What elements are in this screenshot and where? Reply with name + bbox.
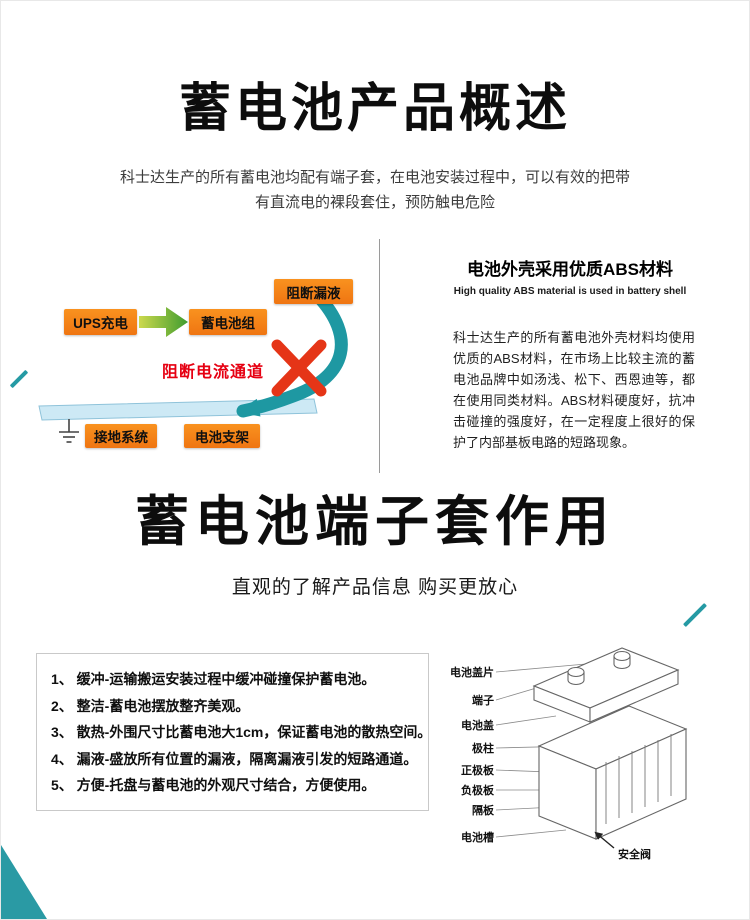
charge-arrow-icon (139, 307, 188, 337)
abs-panel-divider (379, 239, 380, 473)
flow-box-ground-system: 接地系统 (85, 424, 157, 448)
blocked-x-icon (271, 339, 327, 397)
safety-valve-arrow (594, 831, 615, 849)
teal-dash-decoration-right (682, 602, 708, 628)
feature-item-4: 4、 漏液-盛放所有位置的漏液，隔离漏液引发的短路通道。 (51, 750, 418, 767)
label-pole: 极柱 (472, 741, 494, 755)
page-subtitle-line2: 有直流电的裸段套住，预防触电危险 (254, 194, 495, 211)
flow-diagram-canvas (38, 289, 348, 443)
blocked-current-arrow (236, 289, 348, 418)
blocked-current-label: 阻断电流通道 (162, 364, 265, 381)
page-title: 蓄电池产品概述 (178, 80, 571, 138)
label-terminal: 端子 (472, 693, 494, 707)
feature-item-3: 3、 散热-外围尺寸比蓄电池大1cm，保证蓄电池的散热空间。 (51, 724, 432, 740)
label-positive-plate: 正极板 (461, 763, 495, 777)
feature-item-1: 1、 缓冲-运输搬运安装过程中缓冲碰撞保护蓄电池。 (51, 671, 376, 687)
label-battery-cover-sheet: 电池盖片 (450, 665, 494, 679)
battery-lid (532, 647, 680, 723)
section2-title: 蓄电池端子套作用 (135, 492, 615, 552)
label-safety-valve: 安全阀 (618, 847, 651, 861)
label-negative-plate: 负极板 (461, 783, 495, 797)
section2-subtitle: 直观的了解产品信息 购买更放心 (231, 577, 519, 598)
label-battery-cover: 电池盖 (461, 718, 494, 732)
battery-diagram-canvas: 电池盖片 端子 电池盖 极柱 正极板 负极板 隔板 电池槽 安全阀 (450, 647, 688, 861)
abs-panel-title: 电池外壳采用优质ABS材料 (467, 260, 673, 279)
battery-plates (605, 734, 672, 824)
battery-structure-diagram: 电池盖片 端子 电池盖 极柱 正极板 负极板 隔板 电池槽 安全阀 (436, 634, 736, 874)
abs-panel-body: 科士达生产的所有蓄电池外壳材料均使用优质的ABS材料，在市场上比较主流的蓄电池品… (453, 330, 695, 450)
feature-item-5: 5、 方便-托盘与蓄电池的外观尺寸结合，方便使用。 (51, 777, 376, 793)
label-separator: 隔板 (472, 803, 495, 817)
battery-case (537, 705, 688, 840)
label-container: 电池槽 (461, 830, 494, 844)
page-subtitle: 科士达生产的所有蓄电池均配有端子套，在电池安装过程中，可以有效的把带 有直流电的… (1, 165, 749, 215)
flow-box-block-leak: 阻断漏液 (274, 279, 353, 304)
flow-box-ups-charge: UPS充电 (64, 309, 137, 335)
grounding-flow-diagram: 阻断漏液 UPS充电 蓄电池组 接地系统 电池支架 阻断电流通道 (29, 246, 374, 471)
page-subtitle-line1: 科士达生产的所有蓄电池均配有端子套，在电池安装过程中，可以有效的把带 (119, 169, 630, 186)
features-box: 1、 缓冲-运输搬运安装过程中缓冲碰撞保护蓄电池。 2、 整洁-蓄电池摆放整齐美… (36, 653, 432, 811)
teal-corner-triangle-decoration (1, 845, 47, 919)
feature-item-2: 2、 整洁-蓄电池摆放整齐美观。 (51, 697, 250, 714)
flow-box-battery-rack: 电池支架 (184, 424, 260, 448)
teal-dash-decoration-left (9, 369, 29, 389)
flow-box-battery-pack: 蓄电池组 (189, 309, 267, 335)
abs-panel-subtitle: High quality ABS material is used in bat… (453, 286, 687, 297)
earth-ground-icon (59, 419, 79, 443)
features-list: 1、 缓冲-运输搬运安装过程中缓冲碰撞保护蓄电池。 2、 整洁-蓄电池摆放整齐美… (51, 666, 432, 799)
